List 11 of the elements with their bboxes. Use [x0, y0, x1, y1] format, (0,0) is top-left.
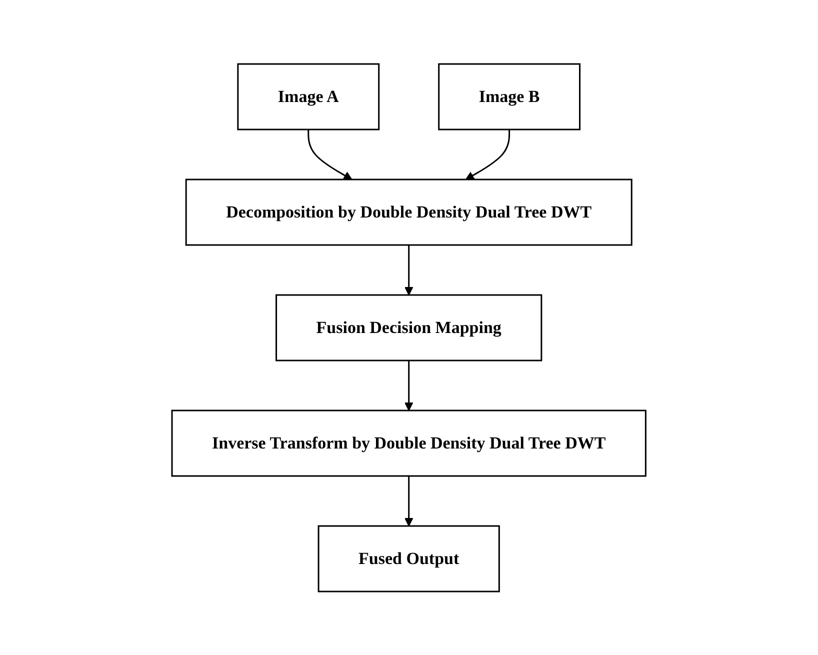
arrow	[404, 244, 414, 296]
node-box: Fused Output	[318, 525, 500, 592]
node-box: Image A	[237, 63, 380, 130]
arrow	[404, 476, 414, 526]
node-box: Fusion Decision Mapping	[276, 294, 542, 361]
node-box: Inverse Transform by Double Density Dual Tree DWT	[171, 410, 647, 476]
node-box: Decomposition by Double Density Dual Tree DWT	[185, 178, 633, 246]
arrow	[404, 360, 414, 411]
node-box: Image B	[438, 63, 581, 130]
arrow	[308, 129, 352, 180]
arrow	[466, 129, 510, 180]
